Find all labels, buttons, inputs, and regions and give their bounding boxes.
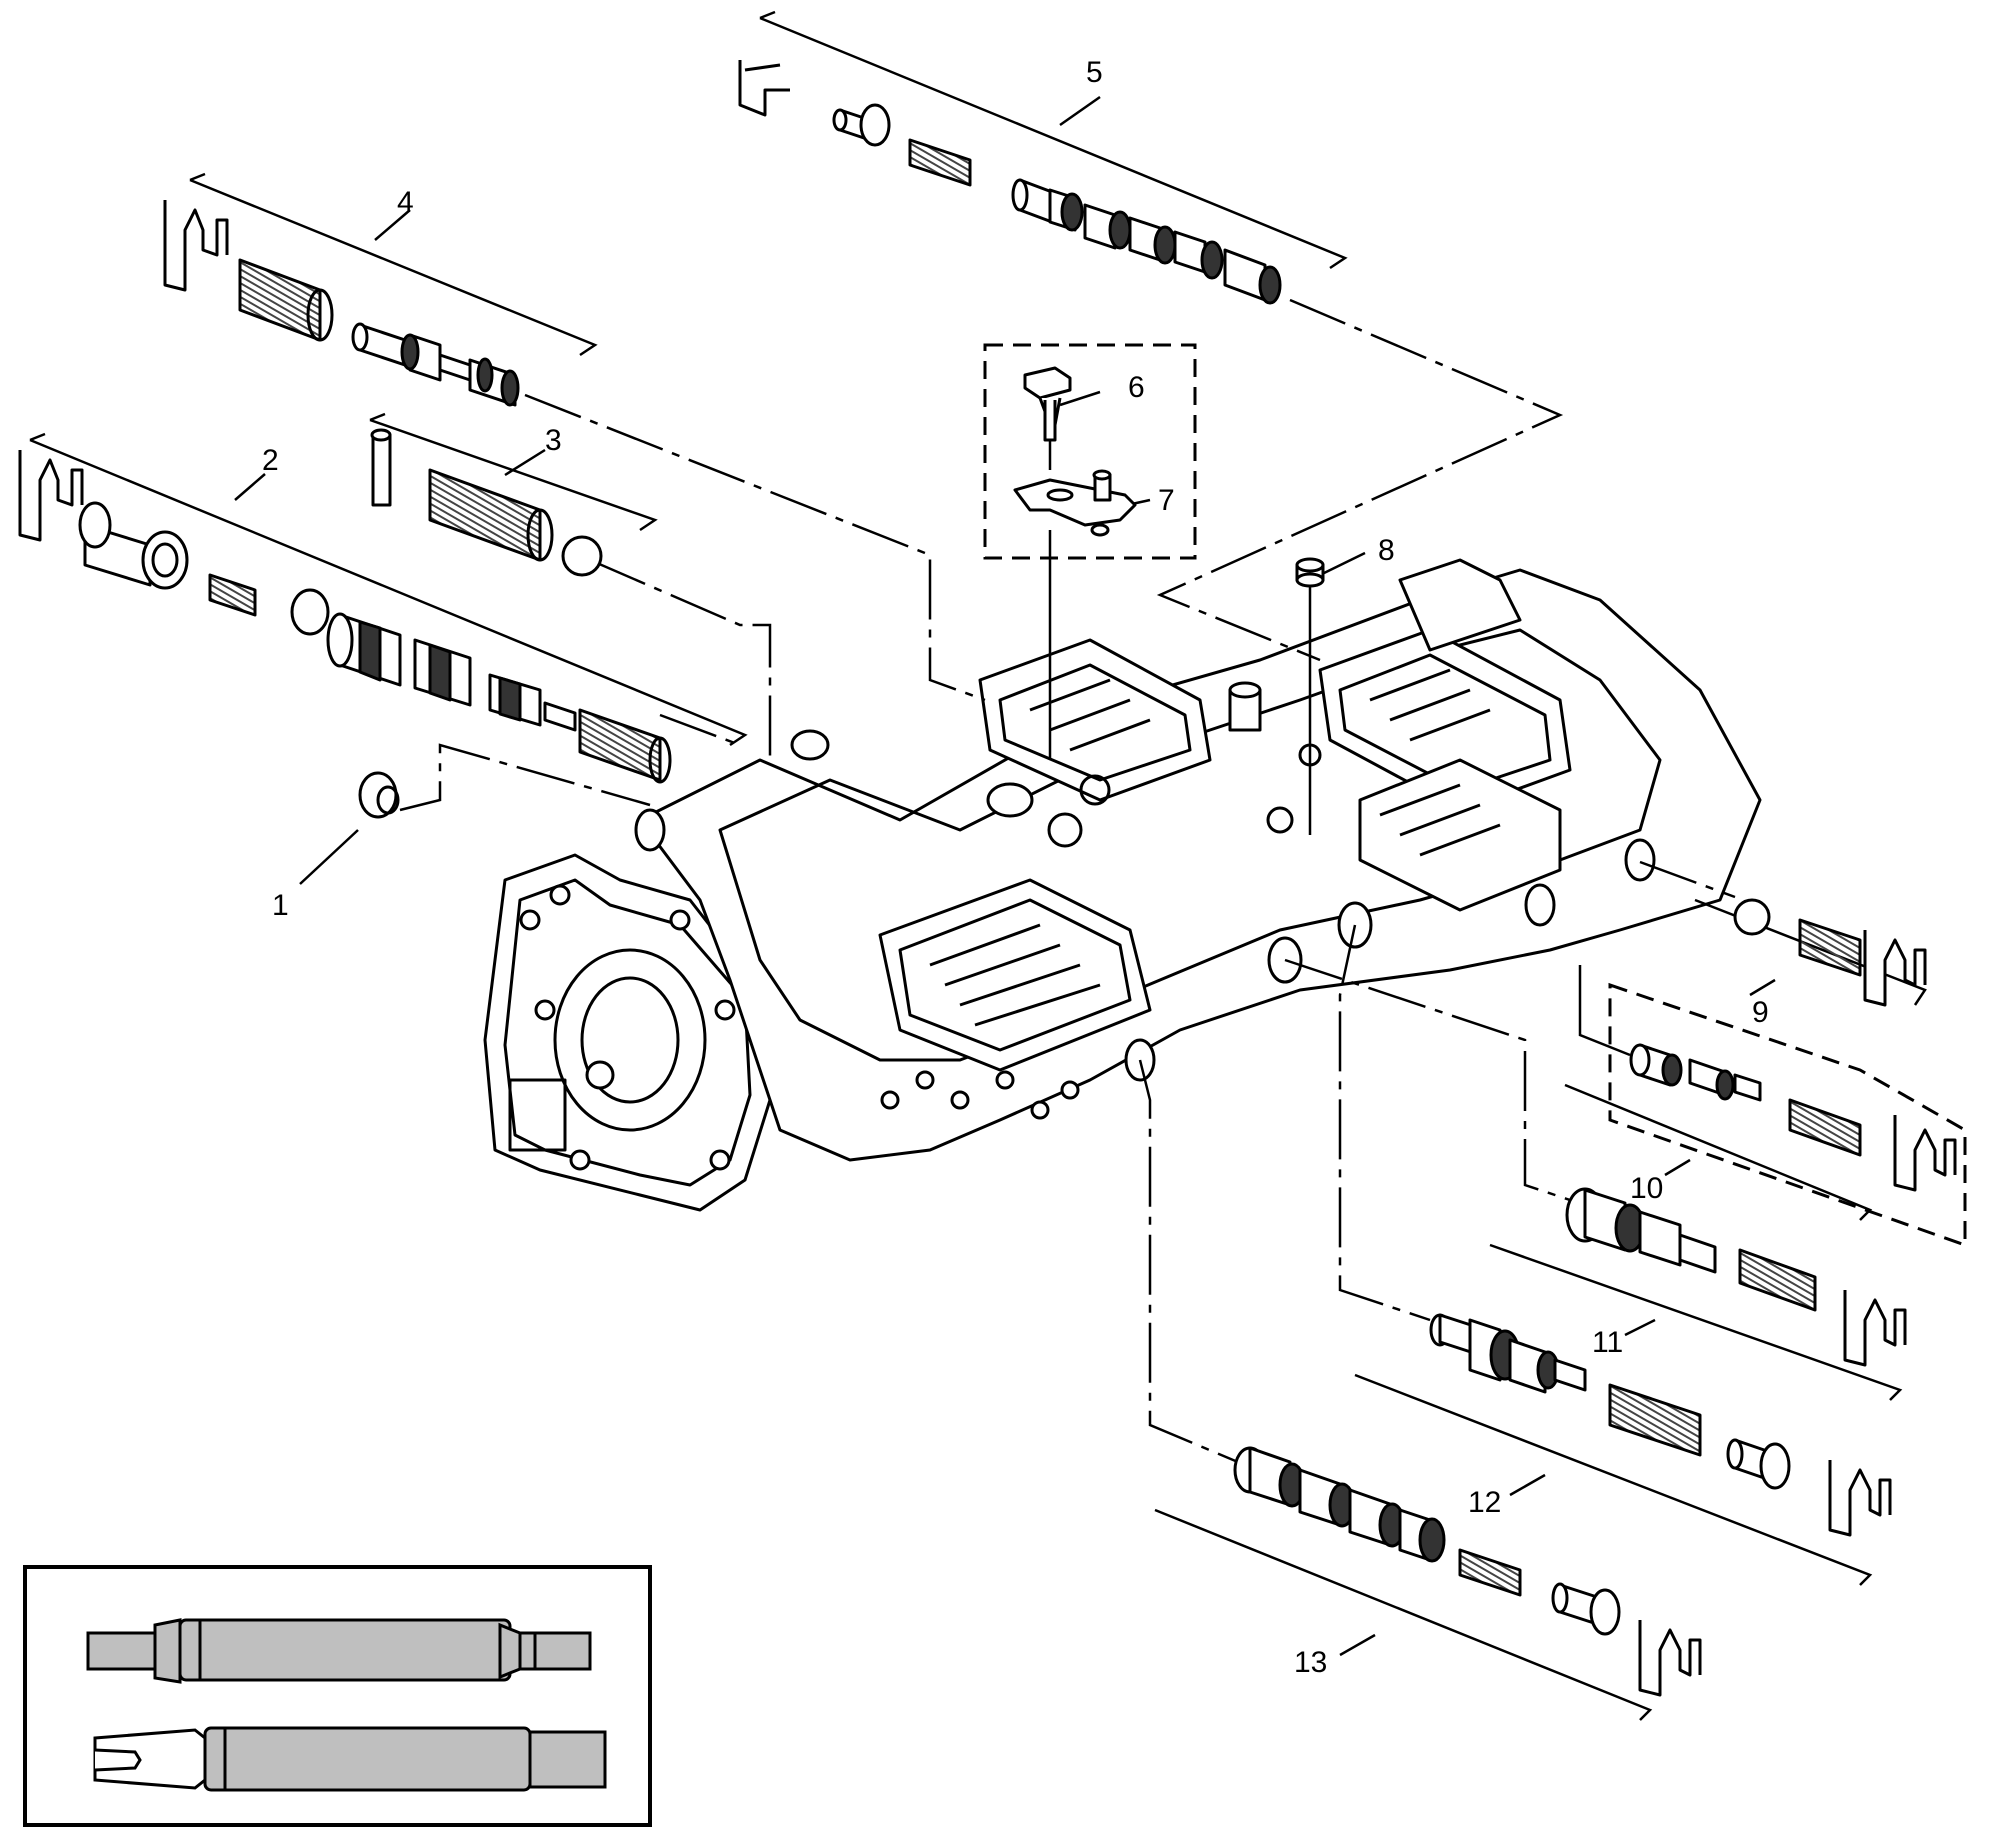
item-11-valve	[1565, 1187, 1717, 1274]
item-12-spring	[1608, 1383, 1702, 1457]
item-4-spring	[238, 258, 334, 342]
item-10-valve	[1629, 1043, 1762, 1102]
callout-labels: 1 2 3 4 5 6 7 8 9 10 11 12 13	[262, 56, 1769, 1679]
dashed-box-item-10	[1608, 982, 1967, 1248]
item-4-valve	[351, 322, 520, 407]
item-13-spring	[1458, 1548, 1522, 1597]
item-13-clip	[1638, 1620, 1702, 1697]
item-3-spring	[428, 468, 554, 562]
callout-9: 9	[1752, 996, 1769, 1029]
item-5-valve	[1011, 178, 1282, 305]
item-1-plug	[358, 771, 400, 819]
channel-block-center	[978, 638, 1212, 802]
callout-8: 8	[1378, 534, 1395, 567]
item-13-valve	[1233, 1446, 1446, 1563]
item-12-plug	[1726, 1438, 1791, 1490]
item-7-bracket	[1013, 469, 1137, 537]
callout-5: 5	[1086, 56, 1103, 89]
callout-1: 1	[272, 889, 289, 922]
tool-inset	[23, 1565, 652, 1827]
item-11-clip	[1843, 1290, 1907, 1367]
valve-body-assembly	[483, 558, 1762, 1212]
item-13-plug	[1551, 1582, 1621, 1636]
item-9-ball	[1733, 898, 1771, 936]
item-9-spring	[1798, 918, 1862, 977]
item-2-spring-small	[208, 573, 257, 617]
tool-pin-upper	[86, 1618, 592, 1684]
callout-4: 4	[397, 186, 414, 219]
item-2-spring-large	[578, 708, 672, 784]
leader-lines	[234, 95, 1776, 1657]
item-2-sleeve	[78, 501, 189, 590]
item-11-spring	[1738, 1248, 1817, 1312]
tool-pin-lower	[93, 1726, 607, 1792]
item-9-clip	[1863, 930, 1927, 1007]
item-12-valve	[1429, 1313, 1587, 1394]
callout-6: 6	[1128, 371, 1145, 404]
item-4-clip	[163, 200, 229, 292]
item-2-valve	[290, 588, 577, 732]
channel-block-left	[878, 878, 1152, 1072]
callout-2: 2	[262, 444, 279, 477]
item-6-bolt	[1023, 366, 1072, 442]
bracket-lines	[29, 10, 1927, 1721]
dashed-box-items-6-7	[983, 343, 1197, 560]
callout-7: 7	[1158, 484, 1175, 517]
item-3-ball	[561, 535, 603, 577]
callout-10: 10	[1630, 1172, 1663, 1205]
callout-12: 12	[1468, 1486, 1501, 1519]
item-2-clip	[18, 450, 84, 542]
item-5-clip	[738, 60, 790, 117]
item-5-spring	[908, 138, 972, 187]
callout-13: 13	[1294, 1646, 1327, 1679]
item-5-plug	[832, 103, 891, 147]
item-10-spring	[1788, 1098, 1862, 1157]
item-3-pin	[370, 428, 392, 507]
callout-11: 11	[1592, 1326, 1623, 1359]
item-10-clip	[1893, 1115, 1957, 1192]
item-8-plug	[1295, 557, 1325, 588]
callout-3: 3	[545, 424, 562, 457]
item-12-clip	[1828, 1460, 1892, 1537]
